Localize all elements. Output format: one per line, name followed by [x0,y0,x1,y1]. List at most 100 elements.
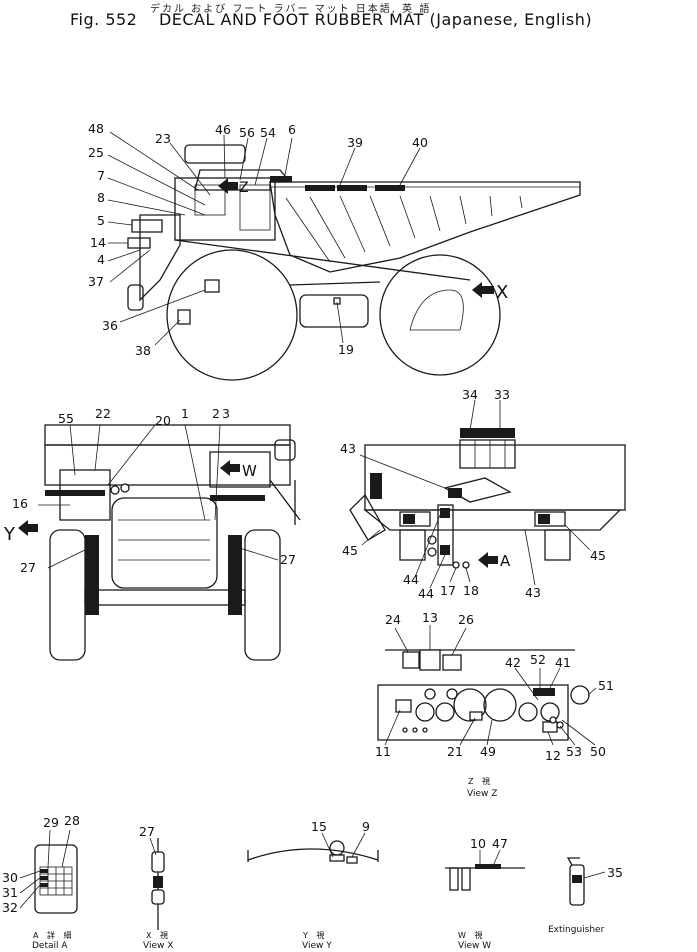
callout-8: 8 [97,190,105,205]
callout-14: 14 [90,235,106,250]
callout-49: 49 [480,744,496,759]
view-w-arrow [220,460,240,476]
detail-a-caption-jp: A 詳 細 [33,930,75,940]
rear-leaders [359,399,591,589]
callout-21: 21 [447,744,463,759]
rear-callouts: 34 33 43 45 44 44 17 18 43 45 [340,387,606,601]
decal-39b [337,185,367,191]
view-x-detail: 27 X 視 View X [139,824,173,951]
view-y-detail: 15 9 Y 視 View Y [247,819,379,951]
side-callouts: 48 23 46 56 54 6 39 40 25 7 8 5 14 4 37 … [88,121,428,358]
callout-25: 25 [88,145,104,160]
figure-title: Fig. 552 DECAL AND FOOT RUBBER MAT (Japa… [70,10,592,29]
callout-53: 53 [566,744,582,759]
front-wheel [166,249,298,381]
view-y-caption-jp: Y 視 [302,931,327,940]
callout-3: 3 [222,406,230,421]
callout-44b: 44 [418,586,434,601]
callout-33: 33 [494,387,510,402]
callout-45: 45 [342,543,358,558]
callout-36: 36 [102,318,118,333]
view-y-arrow [18,520,38,536]
right-tire-chain [228,535,242,615]
view-w-caption-en: View W [458,941,491,951]
side-leaders [107,131,421,346]
rear-left-decal [370,473,382,499]
callout-56: 56 [239,125,255,140]
callout-46: 46 [215,122,231,137]
rear-right-tire [544,529,571,561]
callout-41: 41 [555,655,571,670]
callout-29: 29 [43,815,59,830]
callout-9: 9 [362,819,370,834]
callout-50: 50 [590,744,606,759]
callout-43b: 43 [525,585,541,600]
callout-38: 38 [135,343,151,358]
view-z-letter: Z [239,180,249,196]
callout-54: 54 [260,125,276,140]
callout-40: 40 [412,135,428,150]
callout-30: 30 [2,870,18,885]
front-leaders [38,424,279,569]
view-x-caption-jp: X 視 [146,931,171,940]
callout-42: 42 [505,655,521,670]
callout-23: 23 [155,131,171,146]
callout-32: 32 [2,900,18,915]
callout-17: 17 [440,583,456,598]
callout-24: 24 [385,612,401,627]
rear-view: A [349,428,626,570]
instrument-panel [377,684,569,741]
callout-51: 51 [598,678,614,693]
callout-31: 31 [2,885,18,900]
view-y-letter: Y [3,524,16,545]
callout-6: 6 [288,122,296,137]
front-callouts: 55 22 20 1 2 3 16 27 27 [12,406,296,575]
callout-15: 15 [311,819,327,834]
callout-13: 13 [422,610,438,625]
view-z-caption-en: View Z [467,789,497,799]
callout-34: 34 [462,387,478,402]
callout-22: 22 [95,406,111,421]
callout-20: 20 [155,413,171,428]
left-tire-chain [85,535,99,615]
callout-48: 48 [88,121,104,136]
extinguisher-icon [569,864,585,906]
callout-10: 10 [470,836,486,851]
view-x-letter: X [496,282,508,303]
rear-lights [459,439,516,469]
decal-14 [127,237,151,249]
dashboard-view [377,649,590,741]
callout-52: 52 [530,652,546,667]
front-left-tire [49,529,86,661]
view-z-caption-jp: Z 視 [468,777,493,786]
decal-5 [131,219,163,233]
callout-11: 11 [375,744,391,759]
view-x-arrow [472,282,494,298]
view-z-arrow [218,178,238,194]
extinguisher-detail: 35 Extinguisher [548,857,623,935]
callout-16: 16 [12,496,28,511]
truck-front-view: W Y [3,424,301,661]
radiator-grille [111,497,218,589]
front-bumper [127,284,144,311]
callout-43: 43 [340,441,356,456]
detail-a-caption-en: Detail A [32,941,68,951]
callout-7: 7 [97,168,105,183]
view-w-detail: 10 47 W 視 View W [445,836,525,951]
exhaust-stack [184,144,246,164]
front-right-tire [244,529,281,661]
front-right-cab [209,451,271,488]
rear-body [364,444,626,511]
callout-27-front-right: 27 [280,552,296,567]
extinguisher-caption: Extinguisher [548,925,605,935]
callout-19: 19 [338,342,354,357]
view-a-letter: A [500,552,511,570]
callout-39: 39 [347,135,363,150]
view-y-roof [247,848,379,861]
callout-2: 2 [212,406,220,421]
callout-4: 4 [97,252,105,267]
view-w-letter: W [242,462,257,480]
detail-a: 29 28 30 31 32 A 詳 細 Detail A [2,813,80,951]
callout-55: 55 [58,411,74,426]
